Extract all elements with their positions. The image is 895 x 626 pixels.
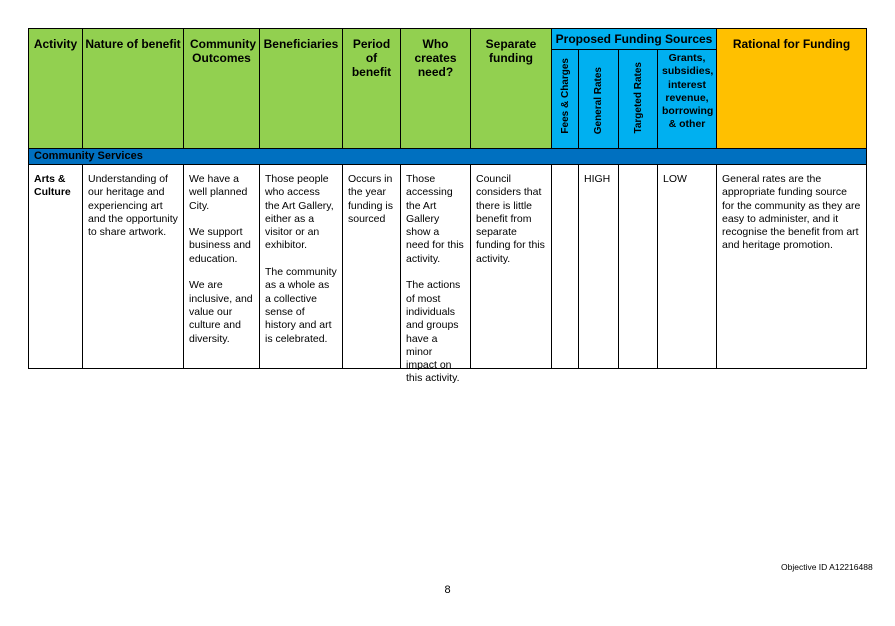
header-activity: Activity bbox=[28, 28, 83, 149]
section-bar-community-services: Community Services bbox=[28, 148, 867, 165]
header-general-rates: General Rates bbox=[578, 49, 619, 149]
header-period-of-benefit: Period of benefit bbox=[342, 28, 401, 149]
cell-community-outcomes: We have a well planned City. We support … bbox=[183, 164, 260, 369]
cell-nature-of-benefit: Understanding of our heritage and experi… bbox=[82, 164, 184, 369]
cell-beneficiaries: Those people who access the Art Gallery,… bbox=[259, 164, 343, 369]
header-rational-for-funding: Rational for Funding bbox=[716, 28, 867, 149]
header-separate-funding: Separate funding bbox=[470, 28, 552, 149]
cell-who-creates-need: Those accessing the Art Gallery show a n… bbox=[400, 164, 471, 384]
header-nature-of-benefit: Nature of benefit bbox=[82, 28, 184, 149]
header-fees-charges: Fees & Charges bbox=[551, 49, 579, 149]
header-proposed-funding-sources: Proposed Funding Sources bbox=[551, 28, 717, 50]
cell-targeted-rates bbox=[618, 164, 658, 369]
cell-general-rates: HIGH bbox=[578, 164, 619, 369]
header-community-outcomes: Community Outcomes bbox=[183, 28, 260, 149]
page-number: 8 bbox=[444, 584, 451, 596]
cell-activity: Arts & Culture bbox=[28, 164, 83, 369]
cell-grants-other: LOW bbox=[657, 164, 717, 369]
cell-rational-for-funding: General rates are the appropriate fundin… bbox=[716, 164, 867, 369]
cell-separate-funding: Council considers that there is little b… bbox=[470, 164, 552, 369]
objective-id: Objective ID A12216488 bbox=[781, 562, 873, 572]
cell-fees-charges bbox=[551, 164, 579, 369]
header-grants-other: Grants, subsidies, interest revenue, bor… bbox=[657, 49, 717, 149]
header-targeted-rates: Targeted Rates bbox=[618, 49, 658, 149]
header-who-creates-need: Who creates need? bbox=[400, 28, 471, 149]
cell-period-of-benefit: Occurs in the year funding is sourced bbox=[342, 164, 401, 369]
header-beneficiaries: Beneficiaries bbox=[259, 28, 343, 149]
